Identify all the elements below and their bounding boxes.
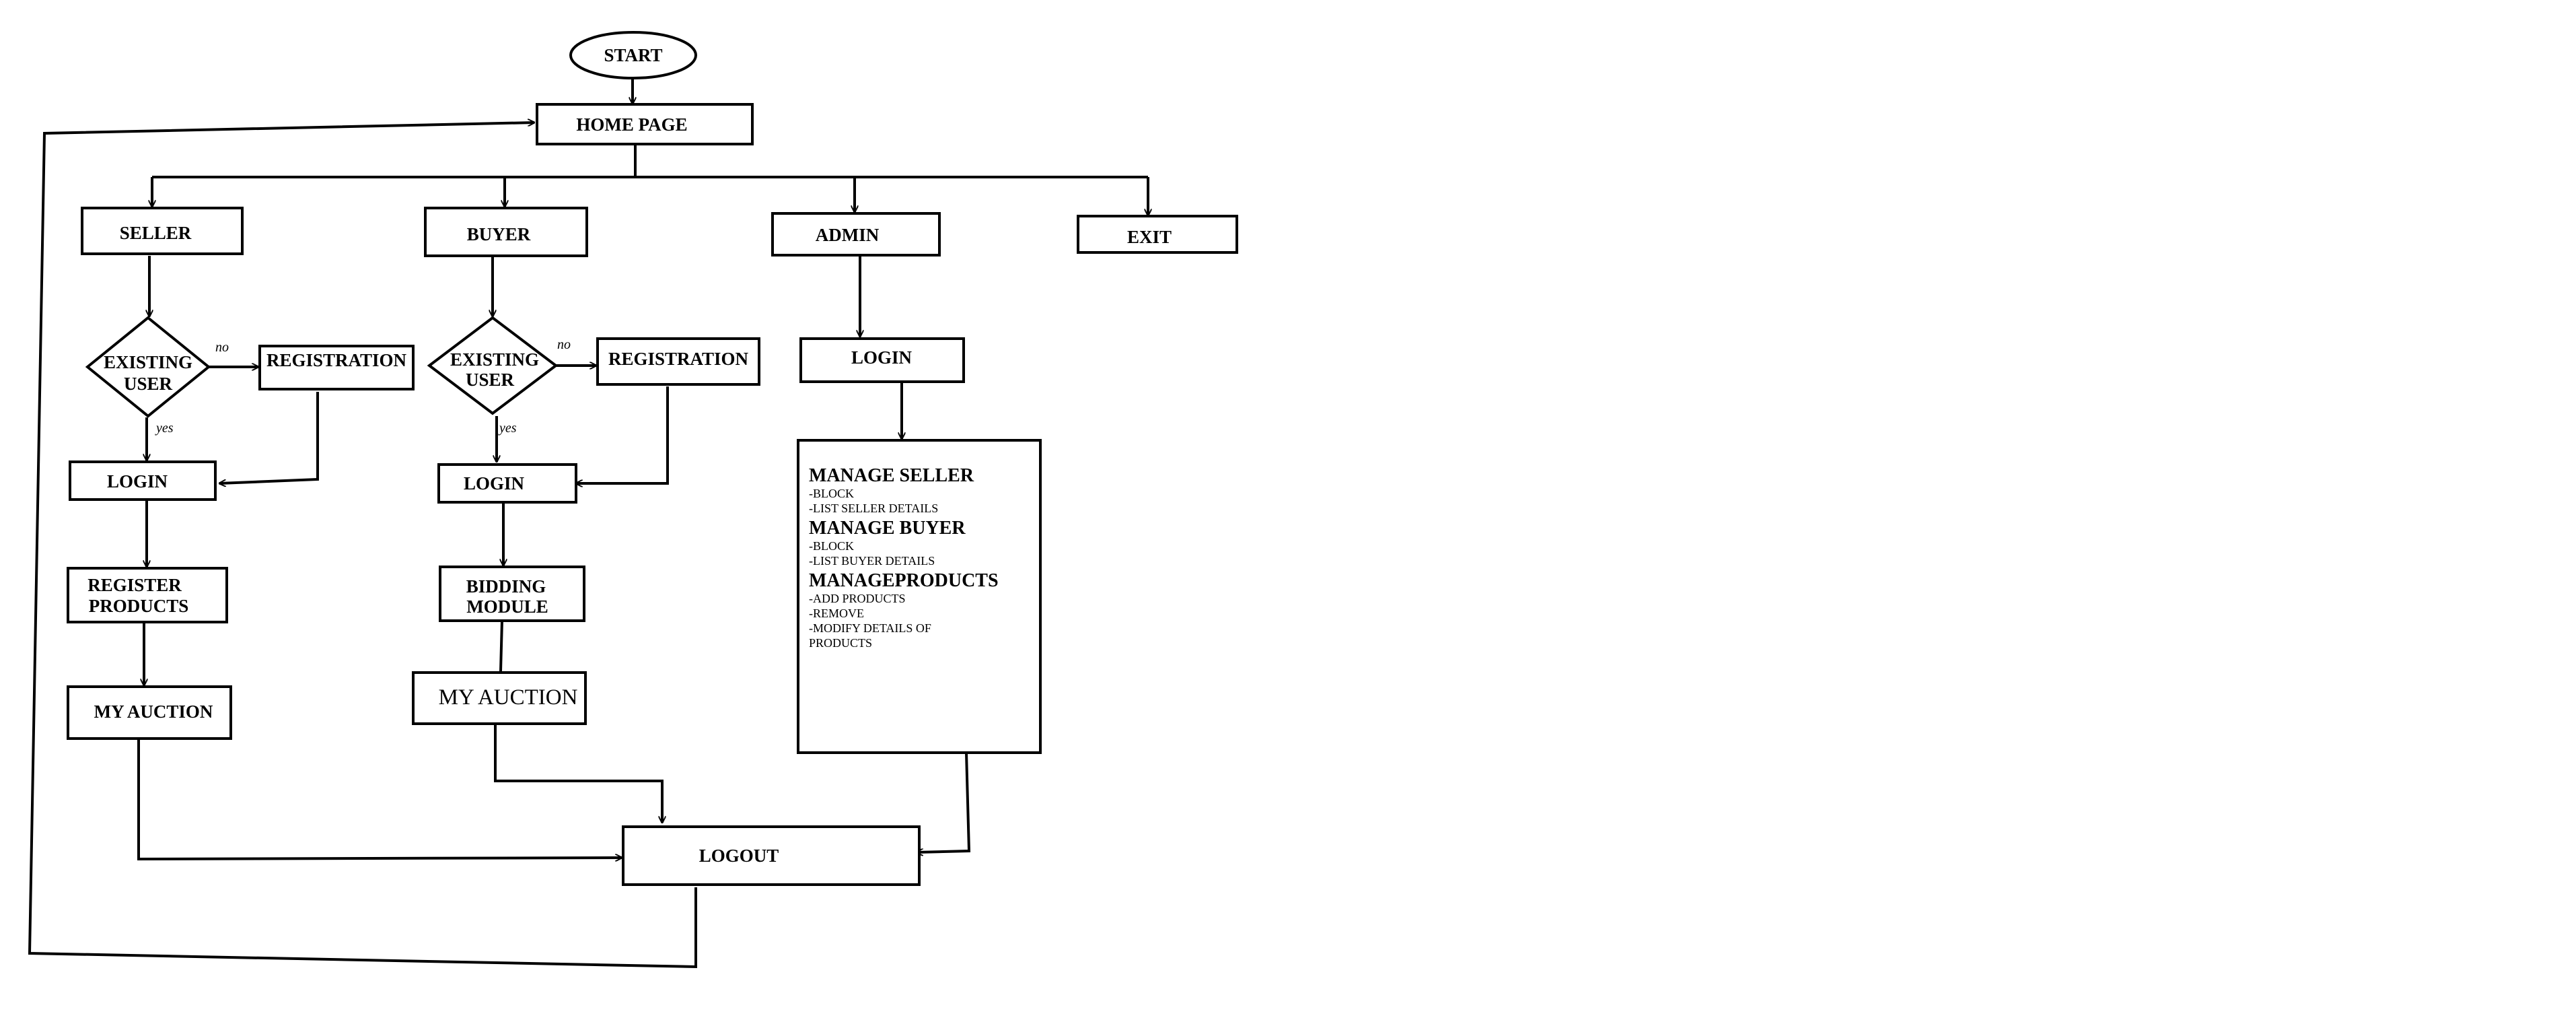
node-admin-panel: MANAGE SELLER -BLOCK -LIST SELLER DETAIL… — [797, 439, 1042, 754]
edge-seller-auction-logout — [137, 739, 622, 859]
buyer-login-label: LOGIN — [464, 473, 525, 493]
seller-login-label: LOGIN — [107, 471, 168, 491]
node-buyer-my-auction: MY AUCTION — [412, 671, 587, 725]
seller-item-1: -BLOCK — [809, 487, 854, 500]
node-seller-login: LOGIN — [69, 460, 217, 501]
node-home-page: HOME PAGE — [536, 103, 754, 145]
product-item-1: -ADD PRODUCTS — [809, 592, 906, 605]
buyer-item-2: -LIST BUYER DETAILS — [809, 554, 935, 568]
seller-my-auction-label: MY AUCTION — [94, 702, 213, 722]
seller-item-2: -LIST SELLER DETAILS — [809, 502, 938, 515]
seller-existing-label: EXISTING — [104, 352, 192, 372]
node-buyer-login: LOGIN — [437, 463, 577, 504]
node-buyer: BUYER — [424, 207, 588, 257]
buyer-no-label: no — [557, 337, 571, 352]
node-start: START — [569, 31, 697, 79]
home-page-label: HOME PAGE — [576, 114, 687, 135]
manage-products-heading: MANAGEPRODUCTS — [809, 570, 999, 591]
product-item-2: -REMOVE — [809, 607, 864, 620]
node-seller: SELLER — [81, 207, 244, 255]
seller-yes-label: yes — [155, 421, 174, 436]
node-admin: ADMIN — [771, 212, 941, 256]
buyer-user-label: USER — [466, 370, 515, 390]
edge-bidding-auction — [499, 620, 503, 672]
node-logout: LOGOUT — [622, 825, 921, 886]
start-label: START — [604, 45, 662, 65]
product-item-4: PRODUCTS — [809, 636, 872, 650]
products-label: PRODUCTS — [89, 596, 189, 616]
buyer-label: BUYER — [467, 224, 531, 244]
seller-user-label: USER — [124, 374, 173, 394]
seller-registration-label: REGISTRATION — [266, 350, 407, 370]
exit-label: EXIT — [1127, 227, 1172, 247]
edge-seller-reg-login — [219, 392, 319, 483]
edge-panel-logout — [917, 752, 971, 852]
connectors — [28, 77, 1148, 969]
node-seller-existing-user: EXISTING USER — [85, 316, 211, 418]
buyer-yes-label: yes — [498, 421, 517, 436]
register-label: REGISTER — [87, 575, 182, 595]
admin-label: ADMIN — [816, 225, 880, 245]
node-exit: EXIT — [1077, 215, 1238, 254]
admin-login-label: LOGIN — [851, 347, 913, 368]
node-register-products: REGISTER PRODUCTS — [67, 567, 228, 623]
logout-label: LOGOUT — [699, 846, 779, 866]
manage-buyer-heading: MANAGE BUYER — [809, 518, 966, 539]
node-admin-login: LOGIN — [799, 337, 965, 383]
edge-buyer-auction-logout — [494, 724, 662, 823]
buyer-item-1: -BLOCK — [809, 539, 854, 553]
buyer-my-auction-label: MY AUCTION — [439, 685, 578, 710]
seller-no-label: no — [215, 340, 229, 355]
seller-label: SELLER — [120, 223, 192, 243]
edge-logout-home-loop — [28, 123, 697, 969]
product-item-3: -MODIFY DETAILS OF — [809, 621, 931, 635]
node-buyer-registration: REGISTRATION — [596, 337, 760, 386]
node-seller-my-auction: MY AUCTION — [67, 685, 232, 740]
edge-buyer-reg-login — [576, 386, 669, 483]
buyer-existing-label: EXISTING — [450, 349, 539, 370]
bidding-label: BIDDING — [466, 576, 546, 596]
node-buyer-existing-user: EXISTING USER — [427, 316, 559, 415]
manage-seller-heading: MANAGE SELLER — [809, 465, 974, 486]
node-seller-registration: REGISTRATION — [258, 345, 415, 390]
module-label: MODULE — [466, 596, 548, 617]
buyer-registration-label: REGISTRATION — [608, 349, 749, 369]
node-bidding-module: BIDDING MODULE — [439, 566, 585, 622]
